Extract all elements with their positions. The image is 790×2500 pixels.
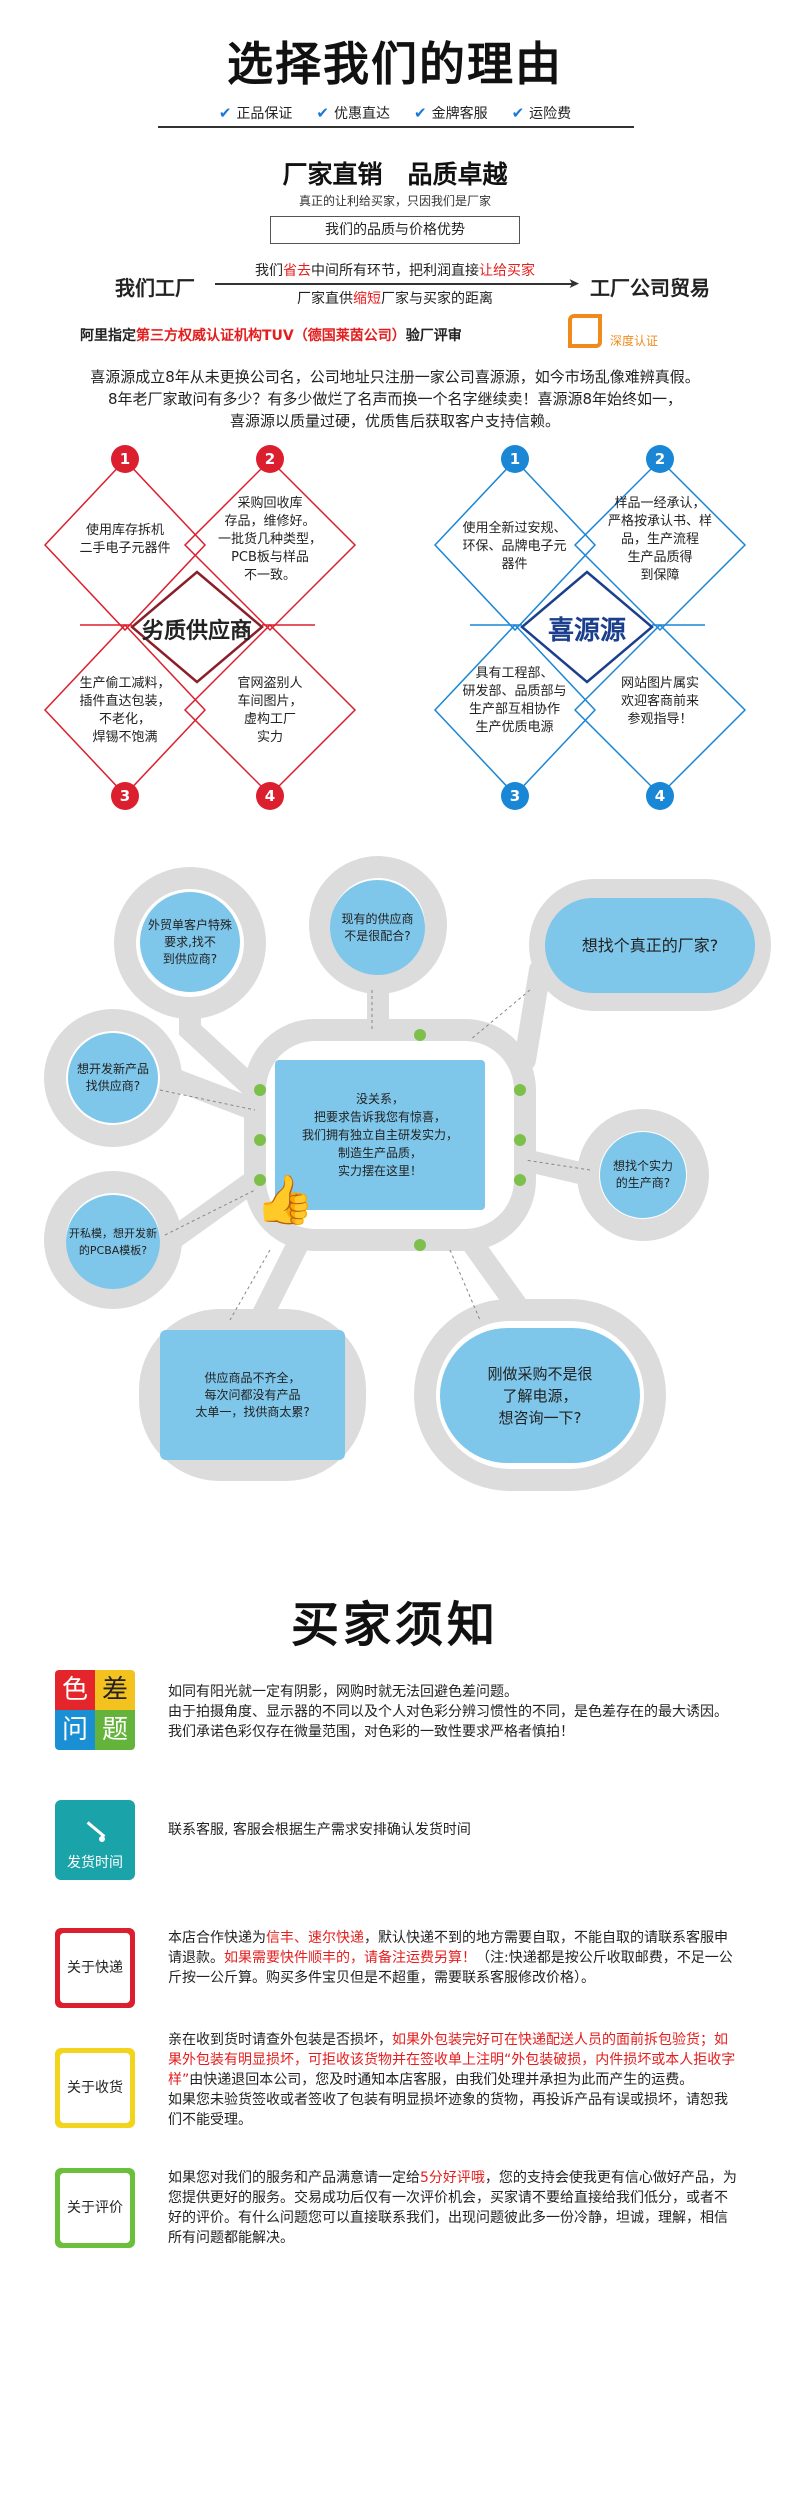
our-company-diagram: 1 2 3 4 使用全新过安规、 环保、品牌电子元 器件 样品一经承认， 严格按… <box>395 440 790 810</box>
pipeline-background <box>44 856 771 1491</box>
quality-label-box: 我们的品质与价格优势 <box>270 216 520 244</box>
title-divider <box>158 126 634 128</box>
question-bubble-3: 想找个真正的厂家? <box>545 898 755 993</box>
inferior-supplier-diamond-frame <box>43 458 357 797</box>
customer-questions-diagram: 外贸单客户特殊 要求,找不 到供应商? 现有的供应商 不是很配合? 想找个真正的… <box>0 840 790 1520</box>
certification-logo-icon <box>568 314 602 348</box>
slogan-subtitle: 真正的让利给买家，只因我们是厂家 <box>298 194 491 208</box>
question-bubble-7: 供应商品不齐全， 每次问都没有产品 太单一，找供商太累? <box>160 1330 345 1460</box>
compare-arrow <box>215 283 575 285</box>
check-icon: ✔ <box>218 104 232 122</box>
slogan-title: 厂家直销 品质卓越 <box>282 160 508 189</box>
our-point-4-number: 4 <box>646 782 674 810</box>
delivery-time-notice: 联系客服, 客服会根据生产需求安排确认发货时间 <box>168 1822 471 1838</box>
delivery-time-icon: 发货时间 <box>55 1800 135 1880</box>
review-notice: 如果您对我们的服务和产品满意请一定给5分好评哦，您的支持会使我更有信心做好产品，… <box>168 2170 737 2246</box>
benefit-service: ✔金牌客服 <box>414 104 488 122</box>
our-company-label: 喜源源 <box>547 616 626 646</box>
receiving-label: 关于收货 <box>60 2053 130 2123</box>
compare-right-label: 工厂公司贸易 <box>590 276 710 300</box>
receiving-icon: 关于收货 <box>55 2048 135 2128</box>
express-notice: 本店合作快递为信丰、速尔快递，默认快递不到的地方需要自取，不能自取的请联系客服申… <box>168 1930 733 1986</box>
our-point-3-number: 3 <box>501 782 529 810</box>
buyer-notice-title: 买家须知 <box>290 1597 499 1653</box>
inferior-point-3-number: 3 <box>111 782 139 810</box>
inferior-supplier-diagram: 1 2 3 4 使用库存拆机 二手电子元器件 采购回收库 存品，维修好。 一批货… <box>0 440 395 810</box>
inferior-point-1: 使用库存拆机 二手电子元器件 <box>79 523 171 556</box>
our-point-1: 使用全新过安规、 环保、品牌电子元 器件 <box>462 521 567 572</box>
page-title: 选择我们的理由 <box>227 37 563 91</box>
question-bubble-8: 刚做采购不是很 了解电源， 想咨询一下? <box>440 1328 640 1463</box>
certification-logo-name: 深度认证 <box>610 334 659 348</box>
inferior-point-3: 生产偷工减料， 插件直达包装， 不老化， 焊锡不饱满 <box>79 676 171 745</box>
check-icon: ✔ <box>414 104 427 122</box>
color-difference-notice: 如同有阳光就一定有阴影，网购时就无法回避色差问题。 由于拍摄角度、显示器的不同以… <box>168 1684 728 1740</box>
our-point-3: 具有工程部、 研发部、品质部与 生产部互相协作 生产优质电源 <box>462 666 567 735</box>
question-bubble-6: 开私模，想开发新 的PCBA模板? <box>66 1195 160 1289</box>
delivery-time-label: 发货时间 <box>67 1855 123 1871</box>
review-label: 关于评价 <box>60 2173 130 2243</box>
question-bubble-2: 现有的供应商 不是很配合? <box>330 880 425 975</box>
thumbs-up-icon: 👍 <box>255 1172 315 1228</box>
benefit-list: ✔正品保证 ✔优惠直达 ✔金牌客服 ✔运险费 <box>0 103 790 123</box>
question-bubble-1: 外贸单客户特殊 要求,找不 到供应商? <box>140 892 240 992</box>
inferior-point-4: 官网盗别人 车间图片， 虚构工厂 实力 <box>237 676 303 745</box>
express-icon: 关于快递 <box>55 1928 135 2008</box>
express-label: 关于快递 <box>60 1933 130 2003</box>
receiving-notice: 亲在收到货时请查外包装是否损坏，如果外包装完好可在快递配送人员的面前拆包验货；如… <box>168 2032 736 2128</box>
question-bubble-4: 想开发新产品 找供应商? <box>68 1033 158 1123</box>
color-difference-icon: 色 差 问 题 <box>55 1670 135 1750</box>
review-icon: 关于评价 <box>55 2168 135 2248</box>
inferior-point-2-number: 2 <box>256 445 284 473</box>
arrow-right-icon: ➤ <box>568 276 580 292</box>
our-point-1-number: 1 <box>501 445 529 473</box>
inferior-point-2: 采购回收库 存品，维修好。 一批货几种类型， PCB板与样品 不一致。 <box>217 496 322 583</box>
answer-box: 没关系， 把要求告诉我您有惊喜， 我们拥有独立自主研发实力， 制造生产品质， 实… <box>275 1060 485 1210</box>
our-point-2: 样品一经承认， 严格按承认书、样 品，生产流程 生产品质得 到保障 <box>607 496 712 583</box>
inferior-supplier-label: 劣质供应商 <box>141 619 252 644</box>
certification-text: 阿里指定第三方权威认证机构TUV（德国莱茵公司）验厂评审 <box>80 328 462 344</box>
benefit-discount: ✔优惠直达 <box>316 104 390 122</box>
benefit-shipping-insurance: ✔运险费 <box>511 104 572 122</box>
check-icon: ✔ <box>316 104 329 122</box>
company-intro: 喜源源成立8年从未更换公司名，公司地址只注册一家公司喜源源，如今市场乱像难辨真假… <box>90 368 700 430</box>
compare-left-label: 我们工厂 <box>115 276 195 300</box>
our-point-4: 网站图片属实 欢迎客商前来 参观指导！ <box>620 676 699 727</box>
compare-top-text: 我们省去中间所有环节，把利润直接让给买家 <box>255 263 535 279</box>
inferior-point-1-number: 1 <box>111 445 139 473</box>
inferior-point-4-number: 4 <box>256 782 284 810</box>
clock-hand-icon <box>85 1818 106 1846</box>
check-icon: ✔ <box>511 104 525 122</box>
our-point-2-number: 2 <box>646 445 674 473</box>
question-bubble-5: 想找个实力 的生产商? <box>600 1132 686 1218</box>
compare-bottom-text: 厂家直供缩短厂家与买家的距离 <box>297 291 493 307</box>
benefit-genuine: ✔正品保证 <box>218 104 293 122</box>
